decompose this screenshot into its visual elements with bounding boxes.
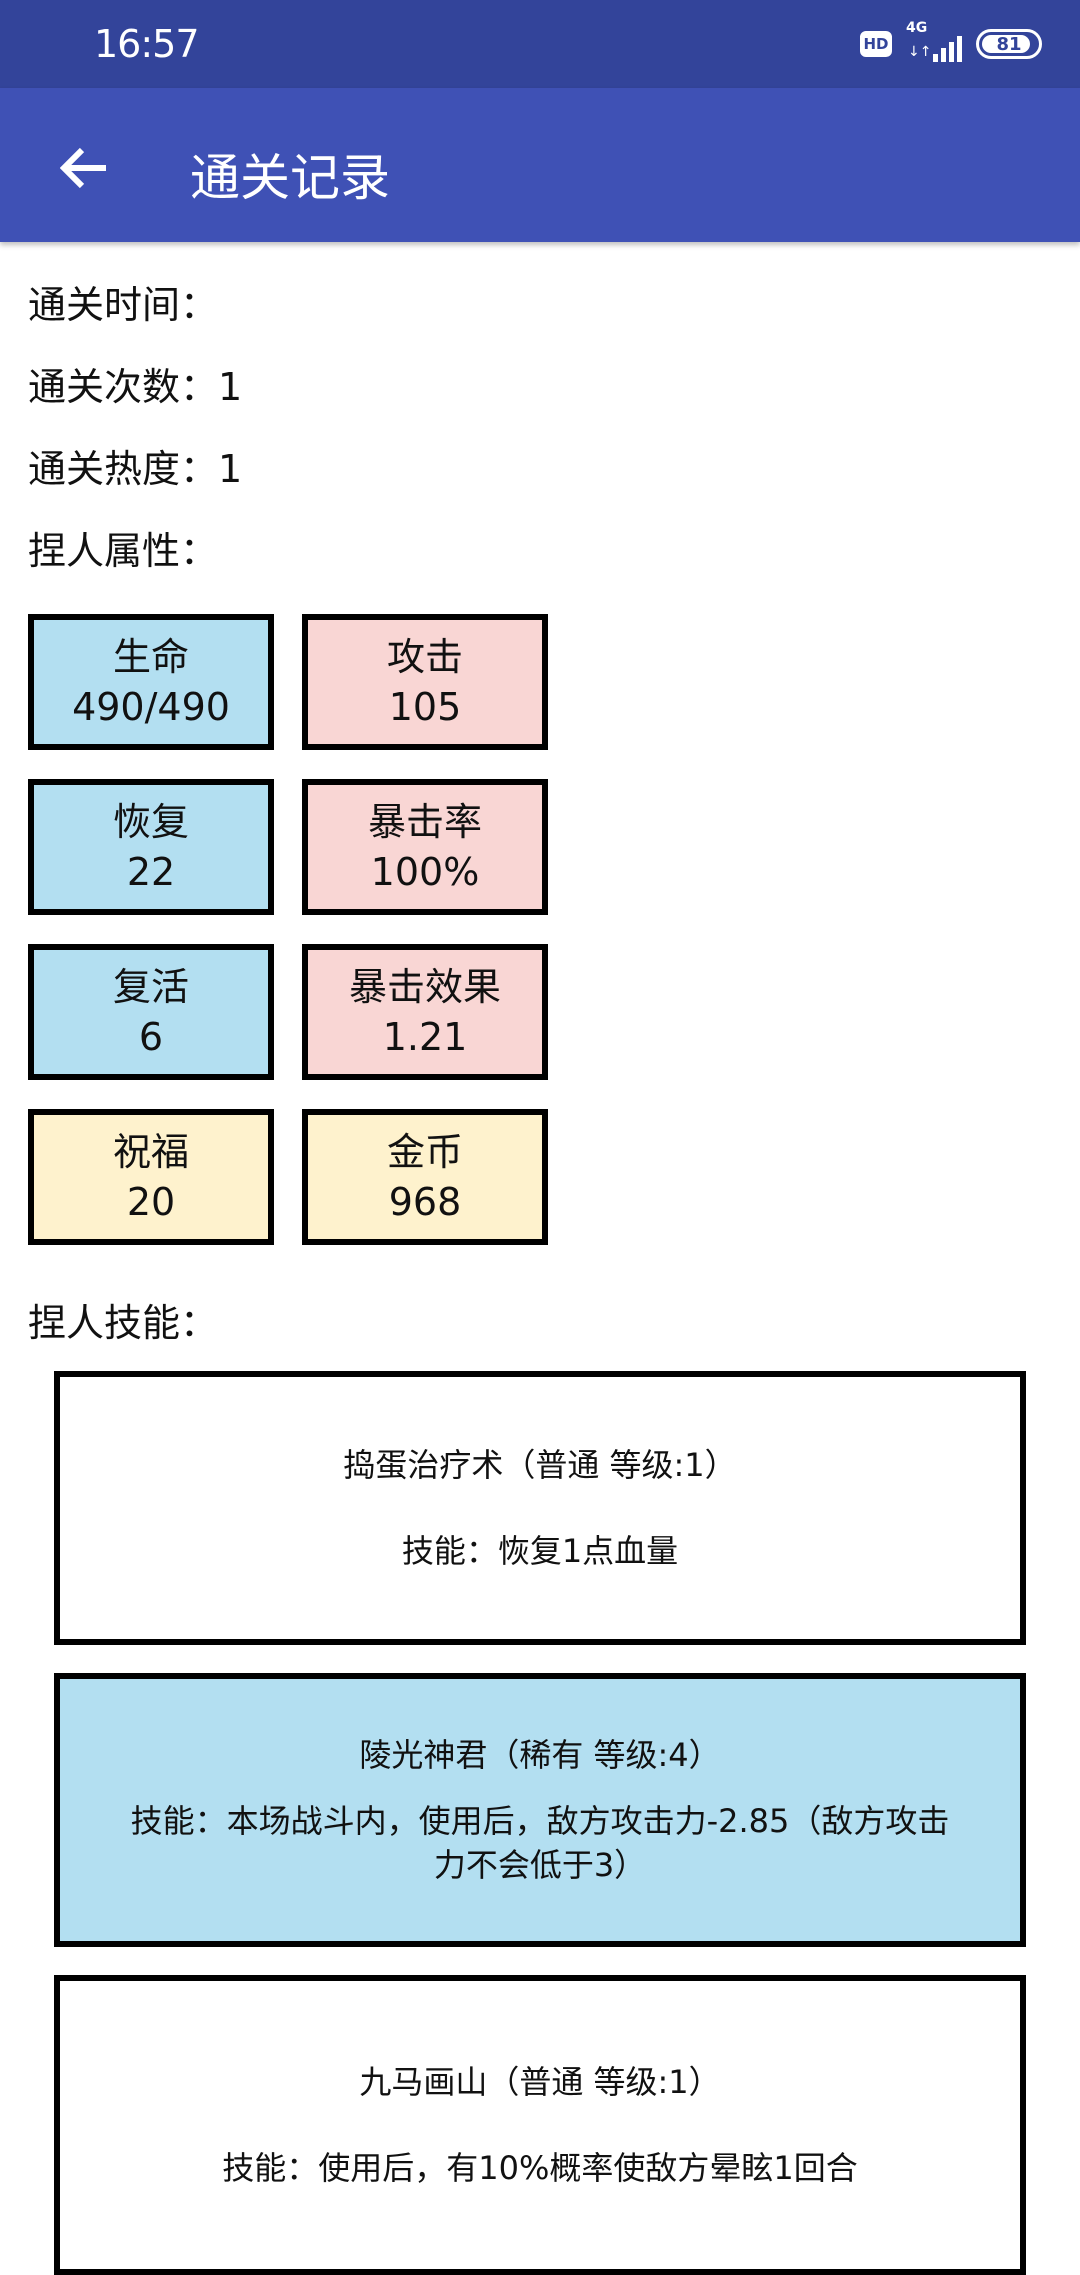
skill-card: 九马画山（普通 等级:1） 技能：使用后，有10%概率使敌方晕眩1回合 [54,1975,1026,2275]
stat-value: 22 [126,850,176,894]
stat-value: 20 [126,1180,176,1224]
stat-label: 攻击 [386,635,463,679]
battery-icon: 81 [976,29,1042,59]
stat-label: 祝福 [112,1130,189,1174]
status-time: 16:57 [94,22,200,66]
attributes-heading: 捏人属性： [28,529,219,573]
skill-card: 陵光神君（稀有 等级:4） 技能：本场战斗内，使用后，敌方攻击力-2.85（敌方… [54,1673,1026,1947]
stat-box-hp: 生命 490/490 [28,614,274,750]
skill-description: 技能：使用后，有10%概率使敌方晕眩1回合 [222,2149,858,2187]
stat-box-crit-rate: 暴击率 100% [302,779,548,915]
stat-value: 6 [138,1015,164,1059]
clear-heat-label: 通关热度：1 [28,447,243,491]
battery-level-fill [982,35,1030,53]
stat-label: 暴击效果 [348,965,501,1009]
stat-label: 复活 [112,965,189,1009]
clear-time-label: 通关时间： [28,283,219,327]
stat-box-blessing: 祝福 20 [28,1109,274,1245]
skills-heading: 捏人技能： [28,1301,219,1345]
page-title: 通关记录 [190,149,390,207]
skill-card: 捣蛋治疗术（普通 等级:1） 技能：恢复1点血量 [54,1371,1026,1645]
stat-box-gold: 金币 968 [302,1109,548,1245]
stat-value: 968 [388,1180,462,1224]
stat-label: 恢复 [112,800,189,844]
skill-description: 技能：恢复1点血量 [401,1532,679,1570]
signal-icon: 4G ↓↑ [906,20,962,64]
back-button[interactable] [44,128,124,208]
battery-percentage: 81 [996,33,1022,55]
stat-value: 490/490 [72,685,230,729]
stat-value: 100% [370,850,480,894]
stat-value: 1.21 [382,1015,468,1059]
network-type-label: 4G [906,20,928,36]
app-bar: 通关记录 [0,88,1080,242]
stat-box-revive: 复活 6 [28,944,274,1080]
stat-label: 生命 [112,635,189,679]
skill-description: 技能：本场战斗内，使用后，敌方攻击力-2.85（敌方攻击力不会低于3） [130,1802,950,1884]
hd-icon: HD [860,31,892,57]
skill-title: 陵光神君（稀有 等级:4） [359,1736,721,1774]
stat-label: 暴击率 [367,800,482,844]
stat-value: 105 [388,685,462,729]
clear-count-label: 通关次数：1 [28,365,243,409]
skill-title: 捣蛋治疗术（普通 等级:1） [343,1446,737,1484]
signal-bars-icon [933,36,962,62]
stat-label: 金币 [386,1130,463,1174]
stat-box-recovery: 恢复 22 [28,779,274,915]
status-bar: 16:57 HD 4G ↓↑ 81 [0,0,1080,88]
skill-title: 九马画山（普通 等级:1） [359,2063,721,2101]
status-icons: HD 4G ↓↑ 81 [860,20,1042,66]
network-arrows-icon: ↓↑ [908,44,932,60]
arrow-left-icon [60,147,106,189]
stat-box-crit-effect: 暴击效果 1.21 [302,944,548,1080]
stat-box-attack: 攻击 105 [302,614,548,750]
